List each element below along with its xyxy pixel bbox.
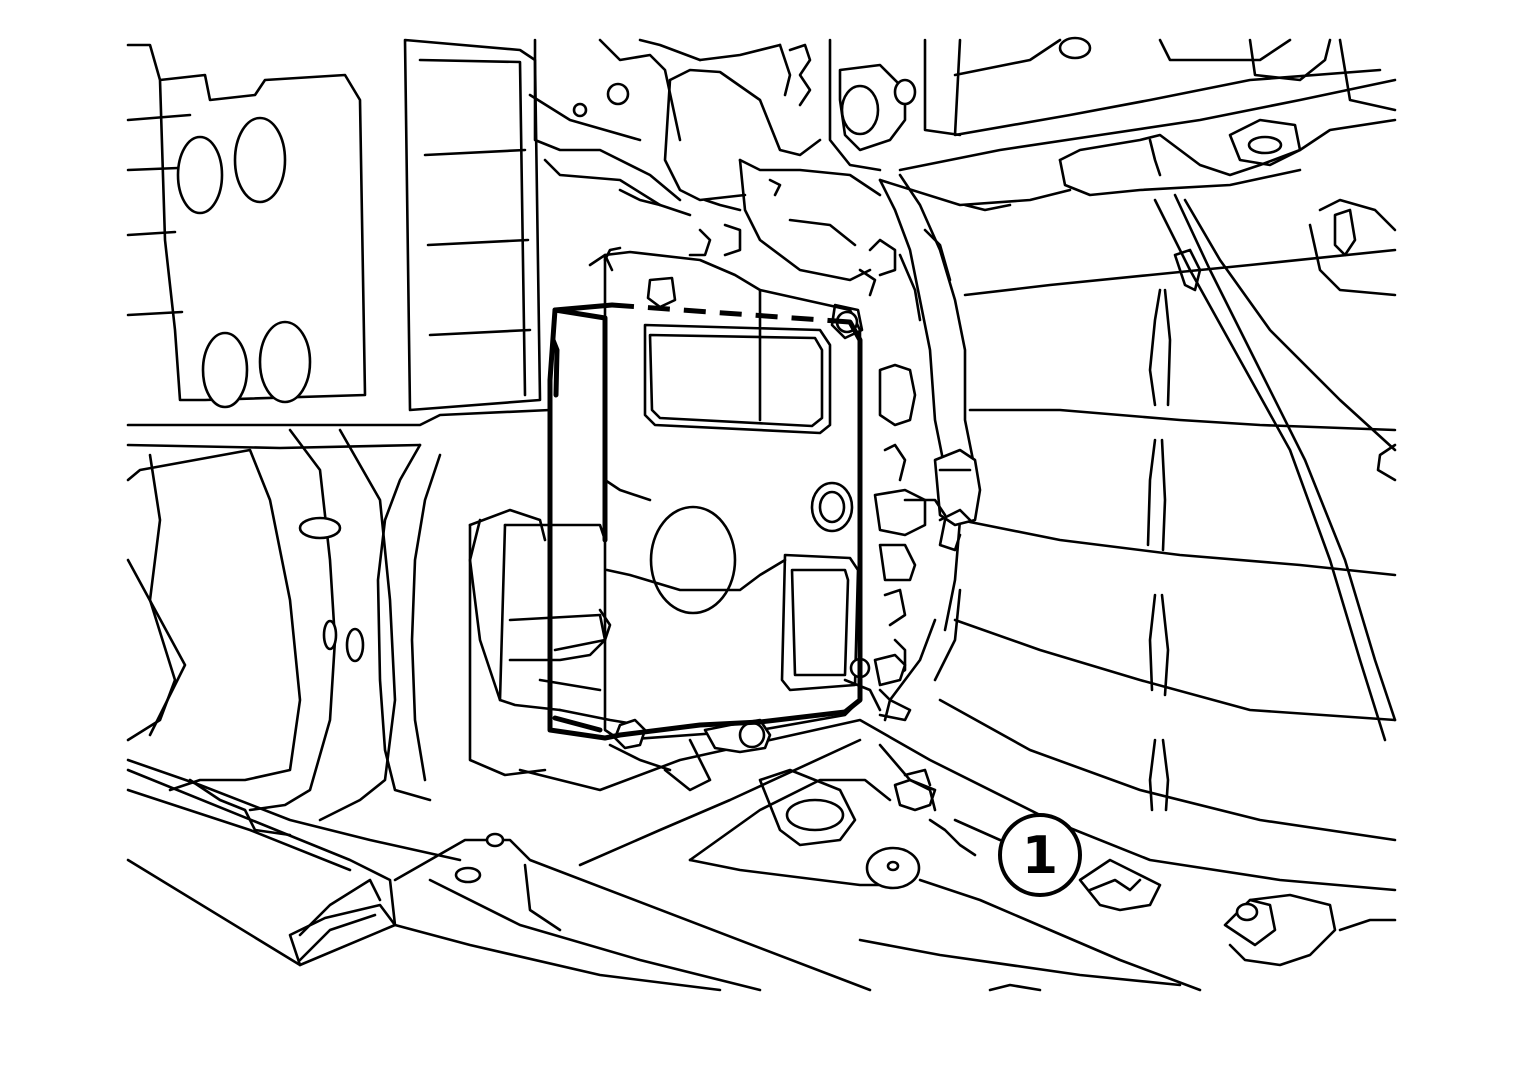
module-upper-bracket (618, 158, 882, 282)
right-ribbed-panel (938, 193, 1397, 842)
left-pillar-structure (126, 428, 547, 872)
module-highlight-outline (547, 302, 863, 741)
upper-cross-member (528, 36, 1397, 212)
callout-label: 1 (1022, 826, 1058, 886)
left-body-panel (126, 38, 552, 450)
lower-beam (126, 768, 872, 992)
control-module (498, 246, 882, 792)
callout-circle (998, 813, 1082, 897)
callout-1: 1 (953, 813, 1082, 897)
floor-pan (518, 718, 1397, 992)
wire-harness (858, 173, 982, 722)
